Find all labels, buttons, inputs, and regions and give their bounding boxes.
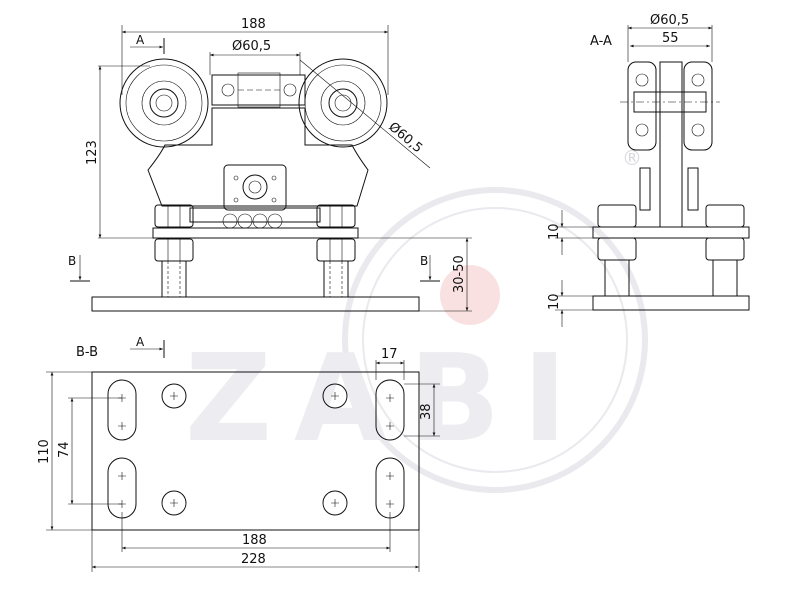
dim-aa-plate-top: 10 (547, 223, 562, 240)
aa-side-bracket-right (687, 167, 699, 211)
dim-aa-plate-bottom: 10 (547, 293, 562, 310)
watermark: ZABI ® (185, 146, 648, 493)
section-label-aa: A-A (590, 34, 612, 49)
dim-bb-slot-length: 38 (419, 403, 434, 420)
bb-hole-bottom-right (322, 490, 348, 516)
watermark-ring (342, 187, 648, 493)
section-b-b-view: B-B A 17 (37, 335, 440, 572)
bb-hole-bottom-left (161, 490, 187, 516)
main-plate (152, 227, 359, 239)
watermark-ring-inner (362, 207, 628, 473)
dim-aa-dia: Ø60,5 (650, 13, 689, 28)
cut-marker-b-right: B (420, 254, 428, 268)
center-ball-right (283, 83, 297, 97)
bb-slot-top-right (375, 379, 405, 441)
aa-rod-right (712, 259, 738, 297)
bracket-body (147, 107, 369, 207)
bb-hole-top-left (161, 383, 187, 409)
watermark-registered-mark: ® (622, 146, 642, 170)
dim-bb-width: 228 (241, 552, 266, 567)
bb-hole-top-right (322, 383, 348, 409)
cut-marker-a-top: A (136, 33, 145, 47)
dim-wheel-dia-top: Ø60,5 (232, 39, 271, 54)
dim-bb-hole-spacing-v: 74 (57, 441, 72, 458)
aa-plate-top (592, 226, 750, 239)
aa-side-bracket-left (639, 167, 651, 211)
nut-top-left (154, 204, 194, 228)
rod-left (161, 260, 187, 298)
aa-center-shaft (659, 61, 683, 228)
watermark-red-dot (440, 265, 500, 325)
cut-marker-a-bottom: A (136, 335, 145, 349)
dim-front-height: 123 (85, 140, 100, 165)
nut-bottom-right (316, 238, 356, 262)
rod-right (323, 260, 349, 298)
dim-adjust-range: 30-50 (452, 255, 467, 293)
aa-nut-bottom-right (705, 237, 745, 261)
aa-plate-bottom (592, 295, 750, 311)
dim-front-width: 188 (241, 17, 266, 32)
nut-bottom-left (154, 238, 194, 262)
section-label-bb: B-B (76, 345, 98, 360)
section-a-a-view: A-A Ø60,5 55 (547, 13, 750, 327)
dim-aa-width: 55 (662, 31, 679, 46)
nut-top-right (316, 204, 356, 228)
bb-plate (91, 371, 420, 531)
front-view: 188 A Ø60,5 Ø60,5 123 30-50 B B (68, 17, 472, 312)
aa-nut-top-left (597, 204, 637, 228)
dim-wheel-dia-side: Ø60,5 (385, 120, 425, 157)
right-wheel (298, 58, 388, 148)
aa-wheel-right (683, 61, 713, 151)
cut-marker-b-left: B (68, 254, 76, 268)
dim-bb-slot-width: 17 (381, 347, 398, 362)
aa-wheel-left (627, 61, 657, 151)
base-plate (91, 296, 420, 312)
pivot-plate (223, 164, 287, 211)
left-wheel (119, 58, 209, 148)
bb-slot-top-left (107, 379, 137, 441)
crossbar (189, 207, 321, 223)
aa-nut-top-right (705, 204, 745, 228)
center-bearing-housing (211, 74, 306, 106)
dim-bb-hole-spacing-h: 188 (242, 533, 267, 548)
center-ball-left (221, 83, 235, 97)
dim-bb-height: 110 (37, 439, 52, 464)
bb-slot-bottom-left (107, 457, 137, 519)
pivot-bolt (242, 174, 268, 200)
